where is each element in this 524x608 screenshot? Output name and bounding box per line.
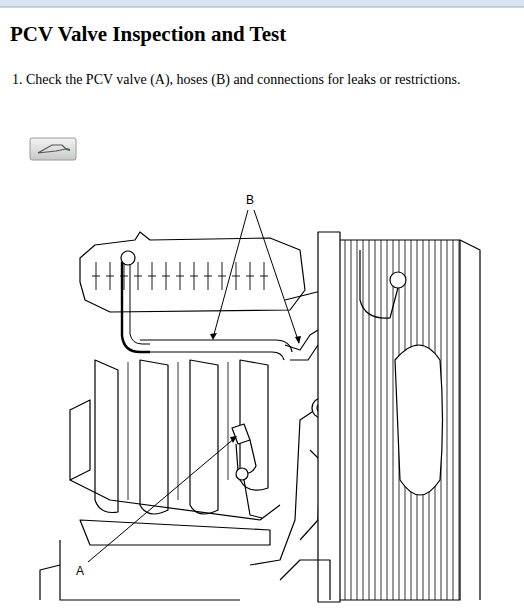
window-bar-edge [0,7,524,8]
manifold-rib [134,262,142,290]
page-title: PCV Valve Inspection and Test [10,22,286,47]
manifold-rib [148,262,156,290]
manifold-rib [176,262,184,290]
callout-letter: B [244,193,256,207]
tool-icon-arrow [66,149,70,150]
manifold-rib [232,262,240,290]
step-text: 1. Check the PCV valve (A), hoses (B) an… [12,72,460,88]
leader-line-b-left [213,210,248,338]
leader-lines [88,210,299,562]
engine-drawing [40,232,480,602]
manifold-rib [218,262,226,290]
leader-line-a [88,437,236,562]
window-bar [0,0,524,7]
manifold-rib [106,262,114,290]
icon-button [30,138,76,160]
manifold-rib [246,262,254,290]
manifold-rib [260,262,268,290]
leader-arrowhead [210,333,217,340]
leader-arrowhead [230,436,237,443]
manifold-rib [92,262,100,290]
tool-icon [38,145,66,153]
manifold-rib [204,262,212,290]
manifold-rib [162,262,170,290]
callout-letter: A [74,564,86,578]
leader-arrowhead [295,336,301,344]
leader-line-b-right [254,210,299,343]
manifold-rib [190,262,198,290]
